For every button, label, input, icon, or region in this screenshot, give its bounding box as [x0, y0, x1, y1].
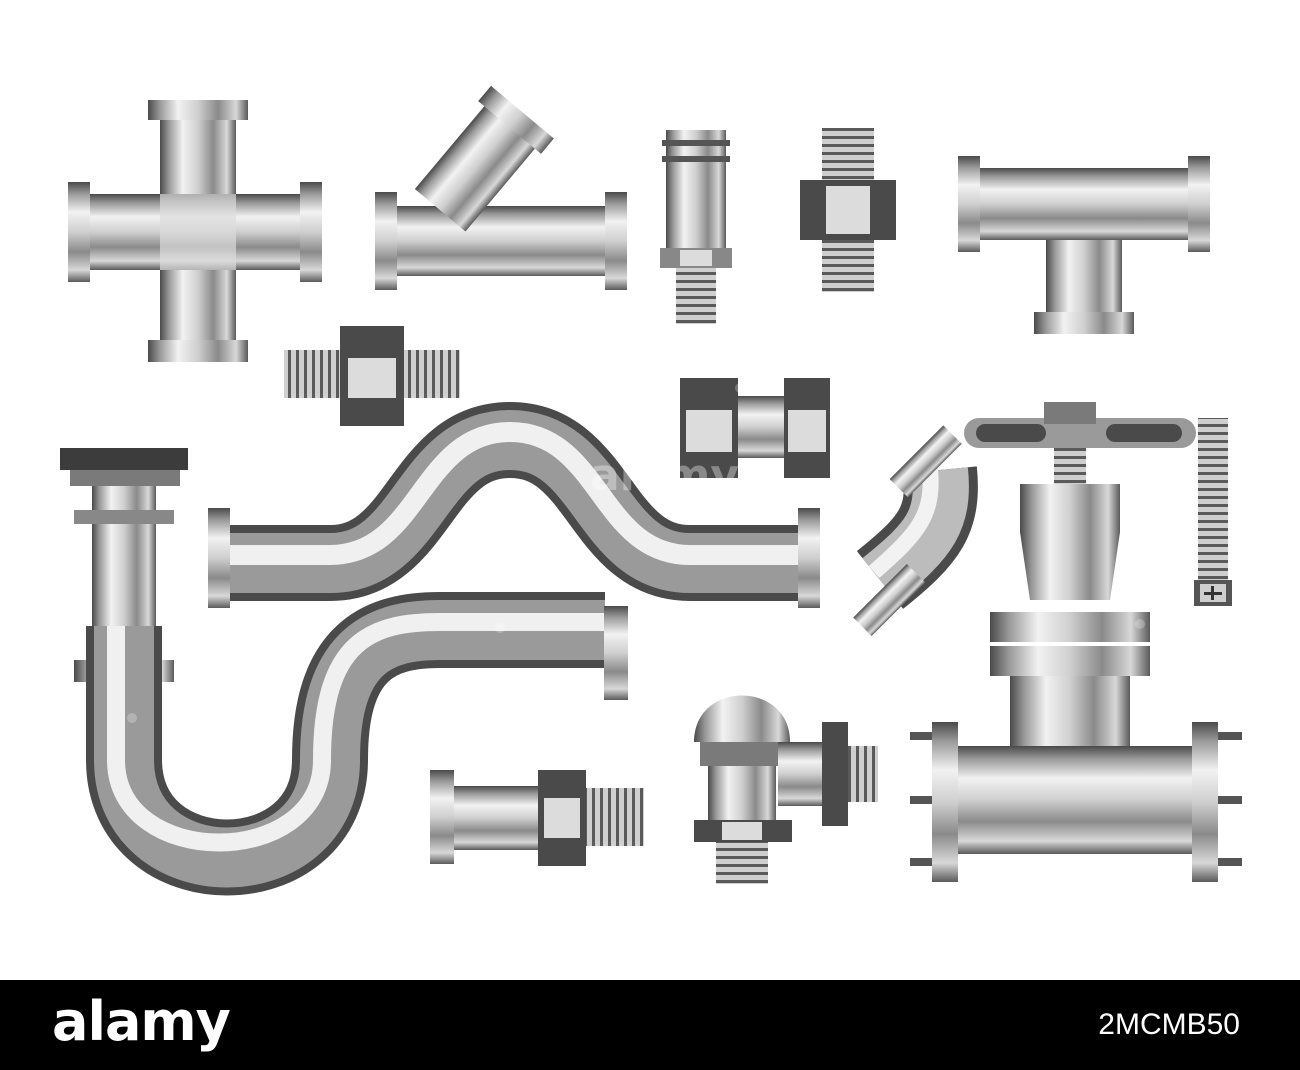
siphon-trap: [60, 448, 628, 896]
watermark-text: alamy: [590, 450, 739, 501]
gate-valve: [910, 402, 1242, 882]
image-code: 2MCMB50: [1098, 1008, 1240, 1041]
watermark-marks: [127, 383, 1145, 723]
threaded-adapter: [660, 130, 732, 324]
cross-fitting: [68, 100, 322, 362]
footer-bar: alamy 2MCMB50: [0, 980, 1300, 1070]
tee-fitting: [958, 156, 1210, 334]
elbow-fitting: [853, 425, 978, 637]
wye-fitting: [375, 85, 627, 290]
s-curve-pipe: [208, 401, 820, 608]
brand-logo: alamy: [52, 990, 231, 1053]
threaded-nipple: [284, 326, 460, 426]
union-coupling: [680, 378, 830, 478]
pipe-fittings-illustration: [60, 85, 1242, 896]
hex-nipple: [800, 128, 896, 292]
threaded-rod: [1194, 418, 1232, 606]
pipe-with-thread: [430, 770, 644, 866]
dome-cap-elbow: [694, 695, 878, 884]
